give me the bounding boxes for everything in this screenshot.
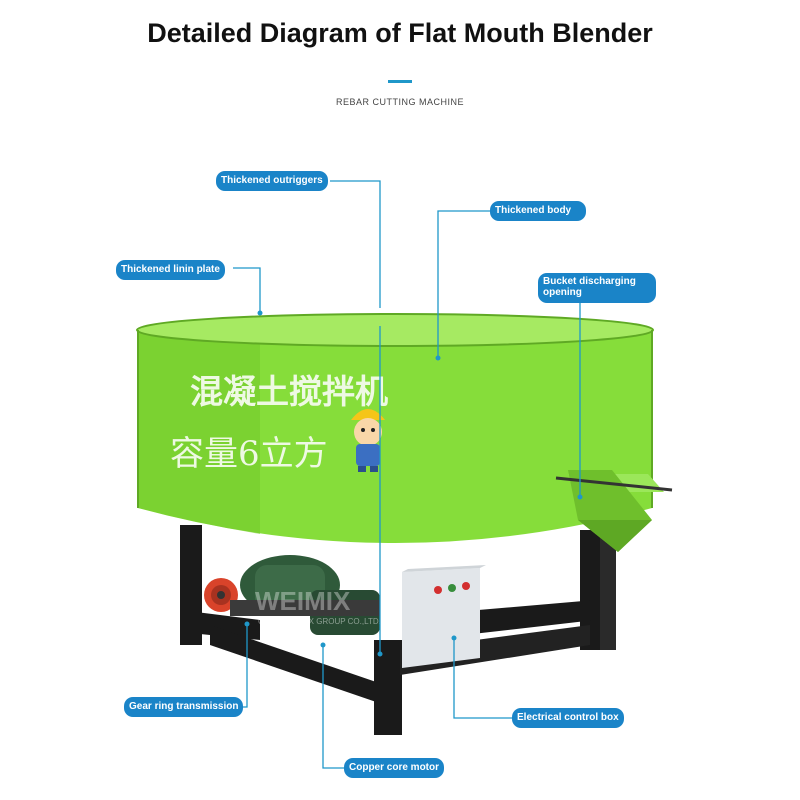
label-electrical-control-box: Electrical control box — [512, 708, 624, 728]
leader-dots — [244, 310, 583, 657]
motor — [230, 555, 380, 635]
label-thickened-linin-plate: Thickened linin plate — [116, 260, 225, 280]
label-copper-core-motor: Copper core motor — [344, 758, 445, 778]
label-gear-ring-transmission: Gear ring transmission — [124, 697, 244, 717]
gear-ring — [204, 578, 238, 612]
watermark: WEIMIX — [255, 586, 351, 616]
page-title: Detailed Diagram of Flat Mouth Blender — [147, 18, 653, 48]
watermark-sub: CHINA WEIMIX GROUP CO.,LTD. — [258, 617, 381, 626]
label-thickened-body: Thickened body — [490, 201, 586, 221]
discharge-chute — [555, 470, 673, 552]
drum-text-line2: 容量6立方 — [170, 434, 328, 474]
drum — [136, 313, 654, 543]
mascot-figure — [351, 409, 385, 472]
drum-text-line1: 混凝土搅拌机 — [190, 372, 388, 411]
frame — [180, 525, 616, 735]
label-thickened-outriggers: Thickened outriggers — [216, 171, 328, 191]
title-accent-bar — [388, 80, 412, 83]
label-bucket-discharging-opening: Bucket discharging opening — [538, 273, 656, 303]
page-subtitle: REBAR CUTTING MACHINE — [335, 97, 464, 107]
control-box-shape — [402, 565, 486, 668]
